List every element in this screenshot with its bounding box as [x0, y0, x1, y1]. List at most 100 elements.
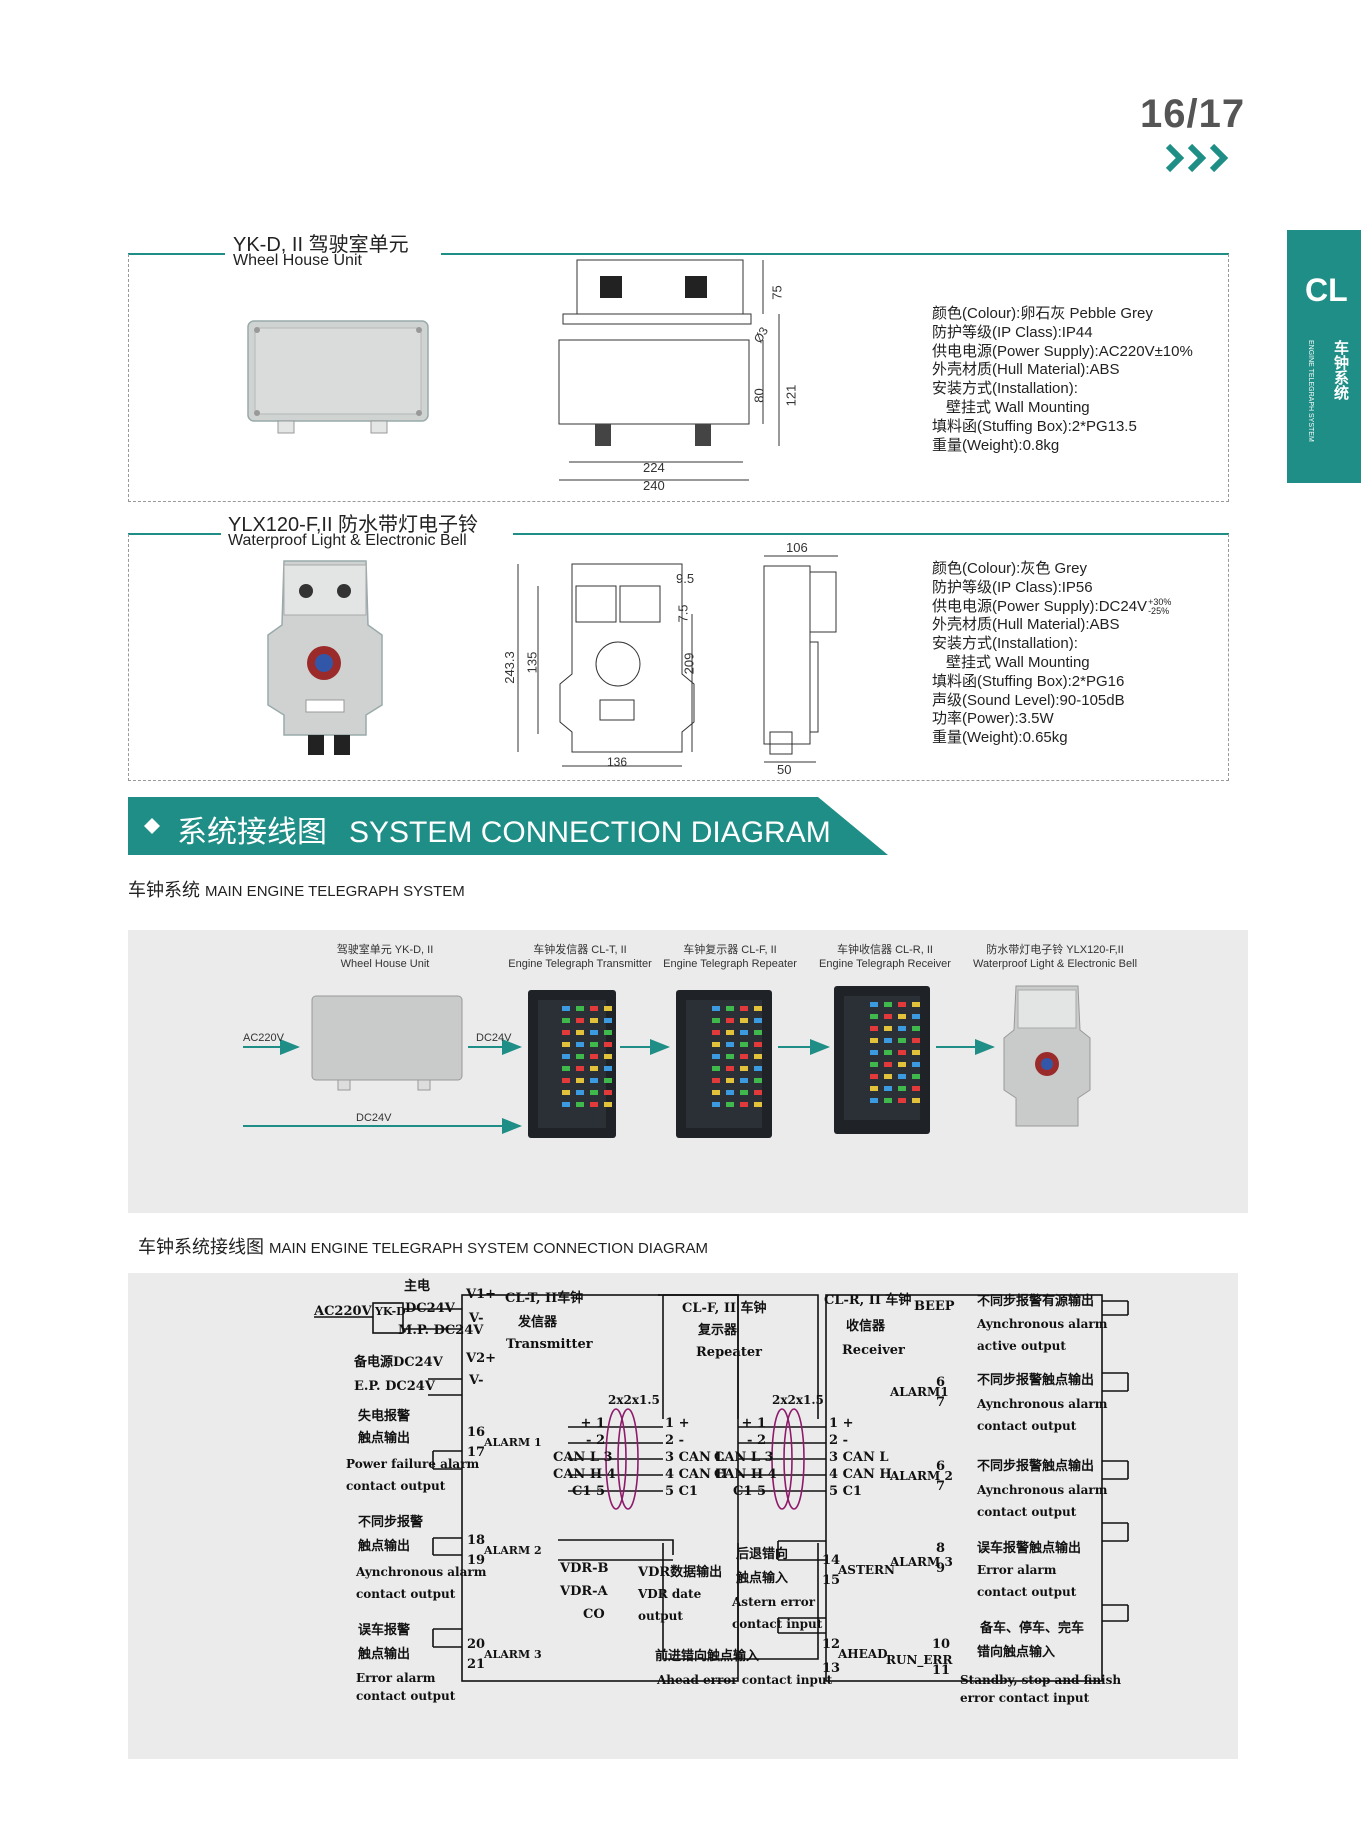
vdr-zh: VDR数据输出 [638, 1565, 723, 1580]
panel-led [740, 1090, 748, 1095]
astern-en2: contact input [732, 1617, 823, 1631]
t-pin17: 17 [467, 1445, 486, 1460]
r-can-1: 1 + [829, 1416, 854, 1431]
pf-zh1: 失电报警 [358, 1409, 411, 1424]
panel-led [576, 1006, 584, 1011]
dc-output-label: DC24V [476, 1032, 512, 1044]
ahead-en: Ahead error contact input [657, 1673, 833, 1687]
panel-led [754, 1054, 762, 1059]
astern-zh1: 后退错向 [736, 1547, 789, 1562]
panel-led [604, 1090, 612, 1095]
repeater-title2: 复示器 [698, 1323, 738, 1338]
section-line [128, 533, 221, 535]
panel-led [898, 1086, 906, 1091]
product1-subtitle: Wheel House Unit [233, 252, 362, 269]
t-can-pins: + 1 - 2 CAN L 3 CAN H 4 C1 5 [553, 1415, 616, 1500]
panel-led [740, 1042, 748, 1047]
transmitter-title2: 发信器 [518, 1315, 558, 1330]
page-number: 16/17 [1140, 92, 1246, 136]
panel-led [884, 1062, 892, 1067]
spec-power: 供电电源(Power Supply):AC220V±10% [932, 342, 1193, 360]
f-can-4: 4 CAN H [665, 1467, 728, 1482]
ep-zh: 备电源DC24V [354, 1355, 443, 1370]
panel-led [726, 1006, 734, 1011]
pf-en1: Power failure alarm [346, 1457, 480, 1471]
tolerance-plus: +30% [1148, 596, 1172, 607]
out2-zh: 不同步报警触点输出 [977, 1373, 1095, 1388]
panel-led [898, 1074, 906, 1079]
astern-label: ASTERN [838, 1563, 895, 1577]
panel-led [604, 1066, 612, 1071]
panel-led [712, 1102, 720, 1107]
r-pin11: 11 [932, 1663, 951, 1678]
vdr-en1: VDR date [638, 1587, 702, 1601]
spec-power-w: 功率(Power):3.5W [932, 710, 1054, 728]
co: CO [583, 1607, 605, 1622]
panel-led [740, 1018, 748, 1023]
wiring-panel [128, 1273, 1238, 1759]
product1-title: YK-D, II 驾驶室单元 [233, 234, 409, 256]
repeater-title3: Repeater [696, 1345, 762, 1360]
panel-led [870, 1026, 878, 1031]
spec-weight: 重量(Weight):0.8kg [932, 436, 1060, 454]
spec-ip: 防护等级(IP Class):IP44 [932, 323, 1093, 341]
main-power-dc: DC24V [405, 1301, 455, 1316]
panel-leds [562, 1002, 920, 1107]
wheelhouse-unit-photo [247, 320, 429, 434]
panel-led [576, 1066, 584, 1071]
panel-led [604, 1054, 612, 1059]
t-can-5: C1 5 [572, 1484, 605, 1499]
panel-led [754, 1078, 762, 1083]
panel-led [870, 1014, 878, 1019]
transmitter-title3: Transmitter [506, 1337, 593, 1352]
dim-240: 240 [643, 478, 665, 493]
as-en1: Aynchronous alarm [356, 1565, 487, 1579]
vm2: V- [469, 1373, 484, 1388]
dim-121: 121 [783, 384, 799, 407]
t-can-3: CAN L 3 [553, 1450, 613, 1465]
panel-led [590, 1090, 598, 1095]
panel-led [870, 1062, 878, 1067]
out2-en2: contact output [977, 1419, 1077, 1433]
as-en2: contact output [356, 1587, 456, 1601]
f-can-pins-out: + 1 - 2 CAN L 3 CAN H 4 C1 5 [714, 1415, 777, 1500]
out2-en1: Aynchronous alarm [977, 1397, 1108, 1411]
out3-zh: 不同步报警触点输出 [977, 1459, 1095, 1474]
panel-led [576, 1030, 584, 1035]
panel-led [912, 1014, 920, 1019]
out5-en1: Standby, stop and finish [960, 1673, 1122, 1687]
panel-led [884, 1002, 892, 1007]
vp2: V2+ [466, 1351, 497, 1366]
pf-en2: contact output [346, 1479, 446, 1493]
panel-led [604, 1102, 612, 1107]
panel-led [912, 1002, 920, 1007]
panel-led [754, 1018, 762, 1023]
panel-led [740, 1102, 748, 1107]
ahead-zh: 前进错向触点输入 [655, 1649, 760, 1664]
f-can-5: 5 C1 [665, 1484, 698, 1499]
ahead-label: AHEAD [838, 1647, 888, 1661]
out5-zh1: 备车、停车、完车 [980, 1621, 1085, 1636]
bell-side-drawing [763, 555, 838, 763]
panel-led [754, 1030, 762, 1035]
out4-en2: contact output [977, 1585, 1077, 1599]
panel-led [590, 1102, 598, 1107]
dc-label-bottom: DC24V [356, 1112, 392, 1124]
t-pin20: 20 [467, 1637, 486, 1652]
f-can-1: 1 + [665, 1416, 690, 1431]
panel-led [726, 1078, 734, 1083]
spec-weight: 重量(Weight):0.65kg [932, 729, 1068, 747]
section-line [441, 253, 1229, 255]
r-pin7a: 7 [936, 1395, 946, 1410]
panel-led [898, 1038, 906, 1043]
out3-en1: Aynchronous alarm [977, 1483, 1108, 1497]
panel-led [898, 1002, 906, 1007]
panel-led [754, 1066, 762, 1071]
dim-136: 136 [607, 755, 628, 769]
dim-243: 243.3 [501, 651, 517, 684]
dim-209: 209 [681, 652, 697, 675]
panel-led [870, 1050, 878, 1055]
